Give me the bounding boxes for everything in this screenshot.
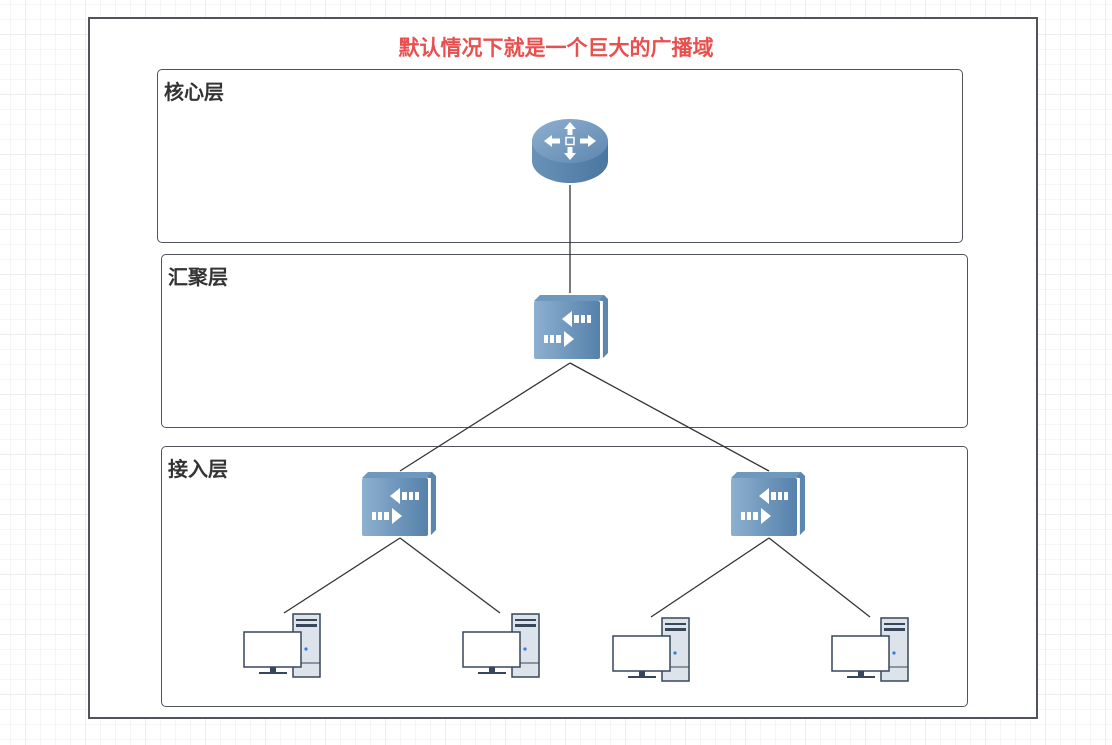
pc-pc-2[interactable] bbox=[462, 613, 542, 679]
pc-pc-3[interactable] bbox=[612, 617, 692, 683]
switch-icon bbox=[731, 472, 805, 536]
switch-icon bbox=[534, 295, 608, 359]
layer-label-access: 接入层 bbox=[168, 457, 228, 481]
switch-access-switch-1[interactable] bbox=[360, 470, 436, 538]
switch-agg-switch[interactable] bbox=[532, 293, 608, 361]
pc-pc-1[interactable] bbox=[243, 613, 323, 679]
pc-icon bbox=[243, 613, 321, 678]
layer-core: 核心层 bbox=[157, 69, 963, 243]
pc-icon bbox=[612, 617, 690, 682]
router-icon bbox=[532, 119, 608, 183]
switch-icon bbox=[362, 472, 436, 536]
layer-label-aggregation: 汇聚层 bbox=[168, 265, 228, 289]
router-core-router[interactable] bbox=[530, 113, 610, 185]
pc-icon bbox=[831, 617, 909, 682]
diagram-title: 默认情况下就是一个巨大的广播域 bbox=[398, 36, 714, 60]
pc-icon bbox=[462, 613, 540, 678]
switch-access-switch-2[interactable] bbox=[729, 470, 805, 538]
layer-label-core: 核心层 bbox=[164, 80, 224, 104]
pc-pc-4[interactable] bbox=[831, 617, 911, 683]
